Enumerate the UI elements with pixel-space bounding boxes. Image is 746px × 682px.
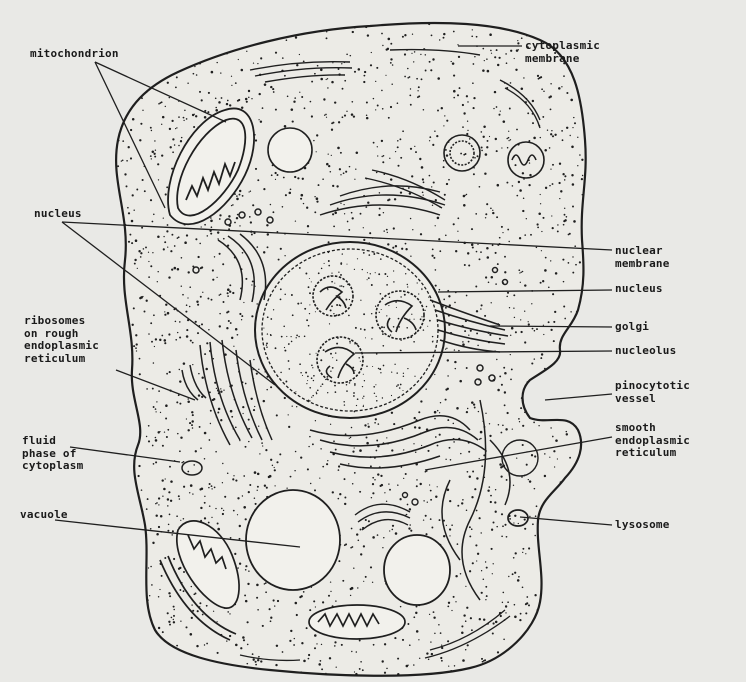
label-fluid-phase: fluid phase of cytoplasm	[22, 435, 83, 473]
label-smooth-er: smooth endoplasmic reticulum	[615, 422, 690, 460]
label-lysosome: lysosome	[615, 519, 670, 532]
label-nucleolus: nucleolus	[615, 345, 676, 358]
label-nucleus-right: nucleus	[615, 283, 663, 296]
label-ribosomes-rough-er: ribosomes on rough endoplasmic reticulum	[24, 315, 99, 365]
nucleus	[255, 242, 445, 418]
label-nuclear-membrane: nuclear membrane	[615, 245, 670, 270]
label-nucleus-left: nucleus	[34, 208, 82, 221]
label-pinocytotic-vessel: pinocytotic vessel	[615, 380, 690, 405]
label-cytoplasmic-membrane: cytoplasmic membrane	[525, 40, 600, 65]
label-golgi: golgi	[615, 321, 649, 334]
label-mitochondrion: mitochondrion	[30, 48, 119, 61]
label-vacuole: vacuole	[20, 509, 68, 522]
mitochondrion-bottom	[309, 605, 405, 639]
